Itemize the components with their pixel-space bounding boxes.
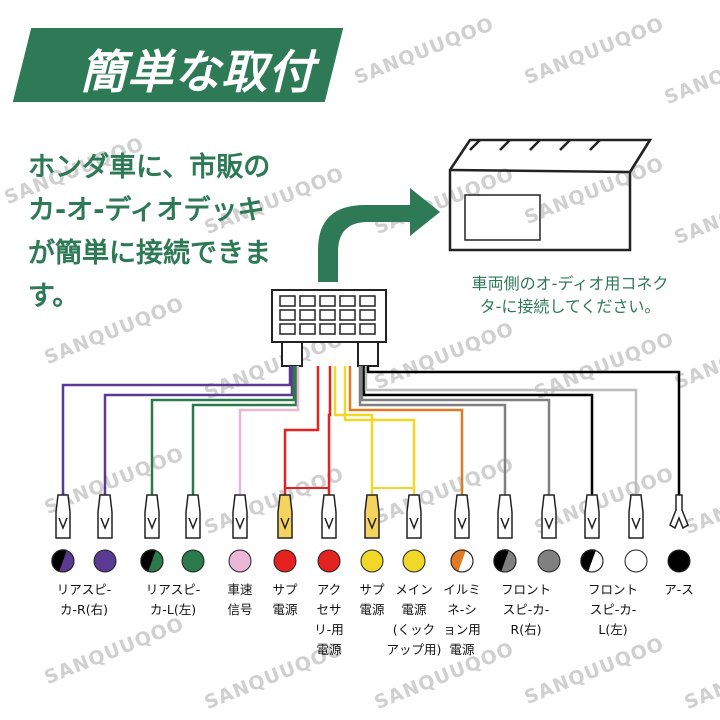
wire-label: 車速 信号 (227, 582, 253, 617)
wire-color-swatch (273, 549, 297, 573)
terminal-icon (628, 494, 644, 539)
terminal-icon (584, 494, 600, 539)
wire-label: サプ 電源 (359, 582, 385, 617)
wire-color-swatch (317, 549, 341, 573)
wire-color-swatch (360, 549, 384, 573)
wire-color-swatch (450, 549, 474, 573)
wire-label: ア-ス (664, 582, 694, 597)
wire-color-swatch (667, 549, 691, 573)
wire-color-swatch (402, 549, 426, 573)
terminal-icon (497, 494, 513, 539)
vehicle-connector-icon (448, 138, 653, 252)
wire (343, 366, 416, 495)
wire-color-swatch (181, 549, 205, 573)
wire (364, 366, 638, 495)
harness-connector (271, 289, 387, 367)
terminal-icon (406, 494, 422, 539)
wire (327, 366, 332, 495)
wire-label: フロント スピ-カ- R(右) (500, 582, 552, 637)
wire-label: リアスピ- カ-R(右) (56, 582, 112, 617)
wire-color-swatch (493, 549, 517, 573)
terminal-icon (277, 494, 293, 539)
wire (283, 366, 320, 495)
terminal-icon (185, 494, 201, 539)
wire (360, 366, 551, 495)
wire (358, 366, 507, 495)
wire-color-swatch (51, 549, 75, 573)
wire (191, 366, 298, 495)
terminal-icon (669, 494, 689, 530)
wire (333, 366, 374, 495)
terminal-icon (232, 494, 248, 539)
wire-label: イルミ ネ-シ ョン用 電源 (443, 582, 481, 657)
wire-label: サプ 電源 (272, 582, 298, 617)
wire-color-swatch (580, 549, 604, 573)
wire-color-swatch (140, 549, 164, 573)
arrow-icon (318, 188, 440, 282)
wire-label: メイン 電源 (くック アップ用) (386, 582, 442, 657)
wire-label: リアスピ- カ-L(左) (145, 582, 201, 617)
wire-label: アク セサ リ-用 電源 (314, 582, 344, 657)
terminal-icon (97, 494, 113, 539)
wire (238, 366, 300, 495)
page-title: 簡単な取付 (80, 45, 315, 99)
wire (150, 366, 296, 495)
wire-color-swatch (93, 549, 117, 573)
wire (103, 366, 294, 495)
terminal-icon (321, 494, 337, 539)
terminal-icon (144, 494, 160, 539)
wire (366, 366, 681, 495)
wire-color-swatch (537, 549, 561, 573)
wire (61, 366, 292, 495)
terminal-icon (364, 494, 380, 539)
terminal-icon (55, 494, 71, 539)
lead-text: ホンダ車に、市販のカ-オ-ディオデッキが簡単に接続できます。 (28, 152, 271, 312)
wire-color-swatch (228, 549, 252, 573)
wire (348, 366, 464, 495)
wire-label: フロント スピ-カ- L(左) (587, 582, 639, 637)
wire (362, 366, 594, 495)
terminal-icon (454, 494, 470, 539)
wire-color-swatch (624, 549, 648, 573)
connector-note: 車両側のオ-ディオ用コネクタ-に接続してください。 (471, 274, 669, 316)
terminal-icon (541, 494, 557, 539)
